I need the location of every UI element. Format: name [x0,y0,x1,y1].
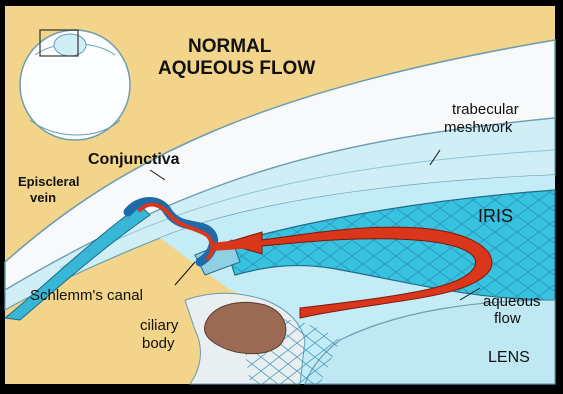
label-trabecular-line2: meshwork [444,119,513,136]
label-trabecular-line1: trabecular [452,101,519,118]
label-ciliary-line2: body [142,335,175,352]
label-lens: LENS [488,349,530,366]
label-episcleral-line1: Episcleral [18,174,79,189]
title-line1: NORMAL [188,36,272,57]
label-iris: IRIS [478,206,513,226]
eye-inset-icon [20,30,130,140]
label-ciliary-line1: ciliary [140,317,179,334]
label-aqueous-line2: flow [494,310,521,327]
label-episcleral-line2: vein [30,190,56,205]
title-line2: AQUEOUS FLOW [158,58,315,79]
label-aqueous-line1: aqueous [483,293,541,310]
label-schlemm: Schlemm's canal [30,287,143,304]
label-conjunctiva: Conjunctiva [88,151,180,168]
